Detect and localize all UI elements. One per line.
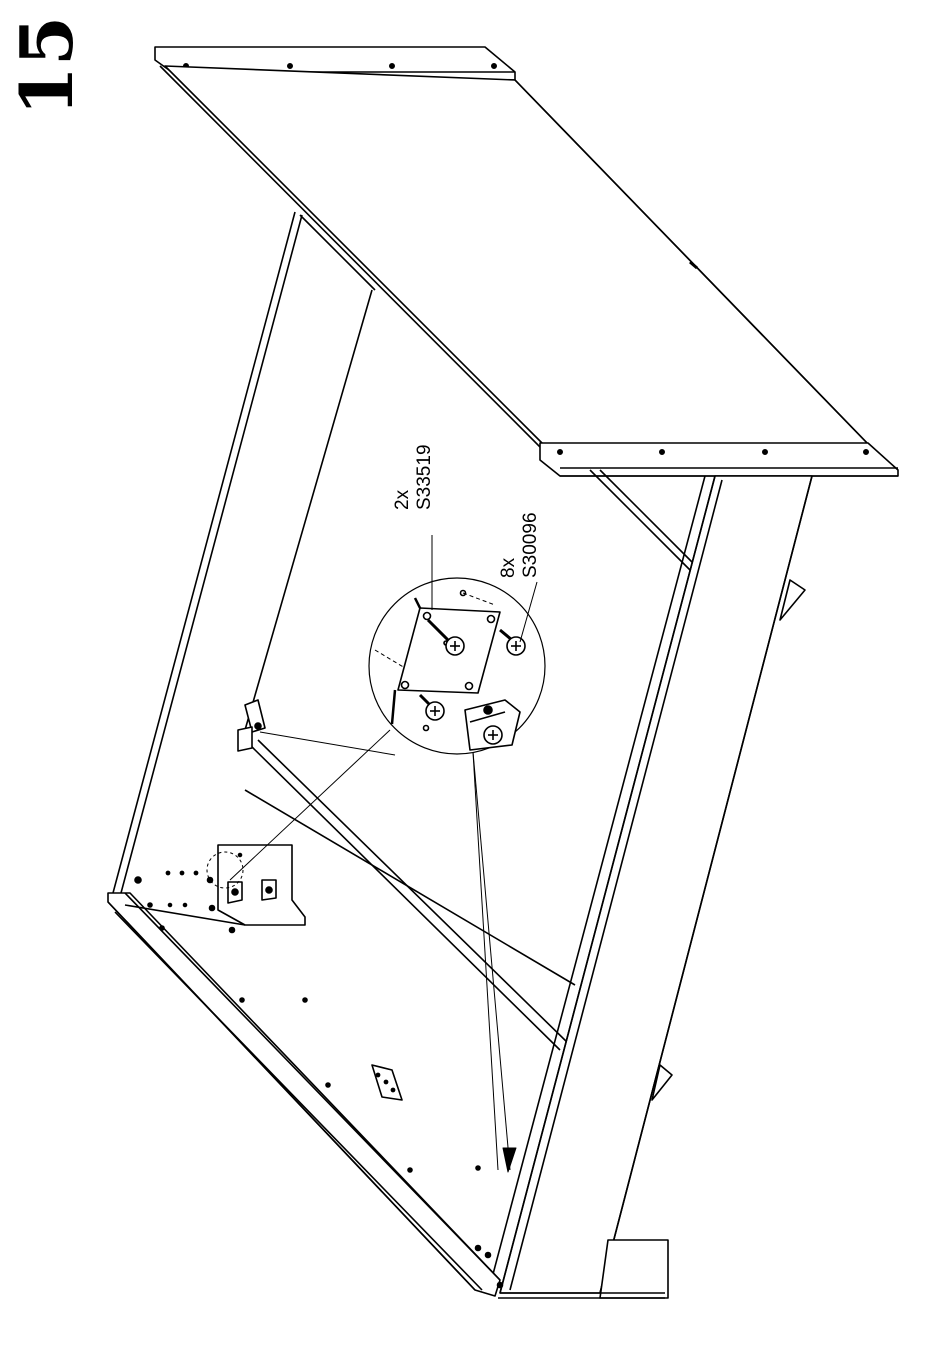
part-code: S33519 [414,444,436,510]
step-number: 15 [11,11,83,121]
part-quantity: 8x [498,512,520,578]
bottom-long-rail [108,893,503,1296]
large-side-panel [160,66,870,452]
middle-end-board [540,443,898,476]
rail-bracket [372,1065,402,1100]
part-label-s30096: 8x S30096 [498,512,542,578]
corner-bracket-icon [465,700,520,750]
part-label-s33519: 2x S33519 [392,444,436,510]
left-long-rail [113,212,372,893]
part-quantity: 2x [392,444,414,510]
right-leg-panel [488,476,812,1293]
part-code: S30096 [520,512,542,578]
